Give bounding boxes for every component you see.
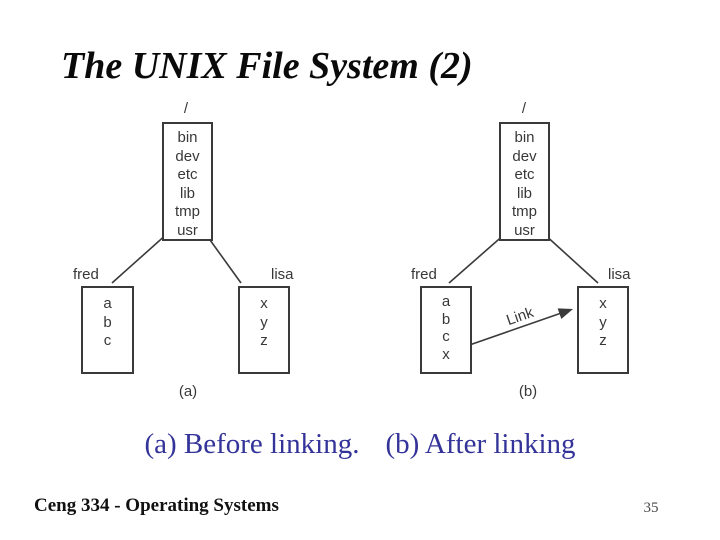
dir-entry: x	[599, 295, 607, 312]
dir-entry: z	[599, 332, 607, 349]
dir-entry: usr	[514, 221, 535, 239]
dir-entry: z	[260, 332, 268, 349]
dir-entry: dev	[512, 147, 537, 165]
diagram-sublabel-b: (b)	[518, 383, 538, 400]
dir-entry: bin	[514, 129, 535, 146]
dir-entry: b	[441, 310, 451, 328]
dir-entry: lib	[179, 184, 195, 202]
fred-directory-box-b: a b c x	[420, 286, 472, 374]
diagram-sublabel-a: (a)	[178, 383, 198, 400]
lisa-label-a: lisa	[271, 266, 294, 283]
dir-entry: lib	[516, 184, 532, 202]
connector-root-to-fred-b	[448, 232, 507, 284]
lisa-label-b: lisa	[608, 266, 631, 283]
dir-entry: x	[260, 295, 268, 312]
connector-root-to-fred-a	[111, 232, 169, 284]
dir-entry: c	[103, 332, 112, 349]
dir-entry: c	[442, 328, 450, 345]
dir-entry: y	[260, 313, 268, 331]
dir-entry: etc	[177, 166, 198, 183]
caption-after-linking: (b) After linking	[385, 428, 576, 460]
page-number: 35	[643, 500, 659, 516]
dir-entry: y	[599, 313, 607, 331]
dir-entry: a	[103, 295, 112, 312]
slide-title: The UNIX File System (2)	[61, 45, 473, 87]
dir-entry: x	[442, 345, 450, 363]
root-directory-box-a: bin dev etc lib tmp usr	[162, 122, 213, 241]
lisa-directory-box-a: x y z	[238, 286, 290, 374]
connector-root-to-lisa-b	[542, 232, 599, 284]
dir-entry: tmp	[511, 203, 537, 220]
dir-entry: b	[103, 313, 112, 331]
dir-entry: usr	[177, 221, 198, 239]
fred-directory-box-a: a b c	[81, 286, 134, 374]
root-label-a: /	[183, 100, 189, 117]
dir-entry: bin	[177, 129, 198, 146]
dir-entry: etc	[514, 166, 535, 183]
dir-entry: a	[441, 293, 451, 310]
caption-before-linking: (a) Before linking.	[144, 428, 360, 460]
fred-label-a: fred	[73, 266, 99, 283]
course-footer: Ceng 334 - Operating Systems	[34, 495, 279, 516]
lisa-directory-box-b: x y z	[577, 286, 629, 374]
dir-entry: dev	[175, 147, 200, 165]
root-label-b: /	[521, 100, 527, 117]
root-directory-box-b: bin dev etc lib tmp usr	[499, 122, 550, 241]
fred-label-b: fred	[411, 266, 437, 283]
dir-entry: tmp	[174, 203, 200, 220]
figure-caption: (a) Before linking. (b) After linking	[0, 428, 720, 461]
link-arrow-label: Link	[504, 303, 536, 330]
